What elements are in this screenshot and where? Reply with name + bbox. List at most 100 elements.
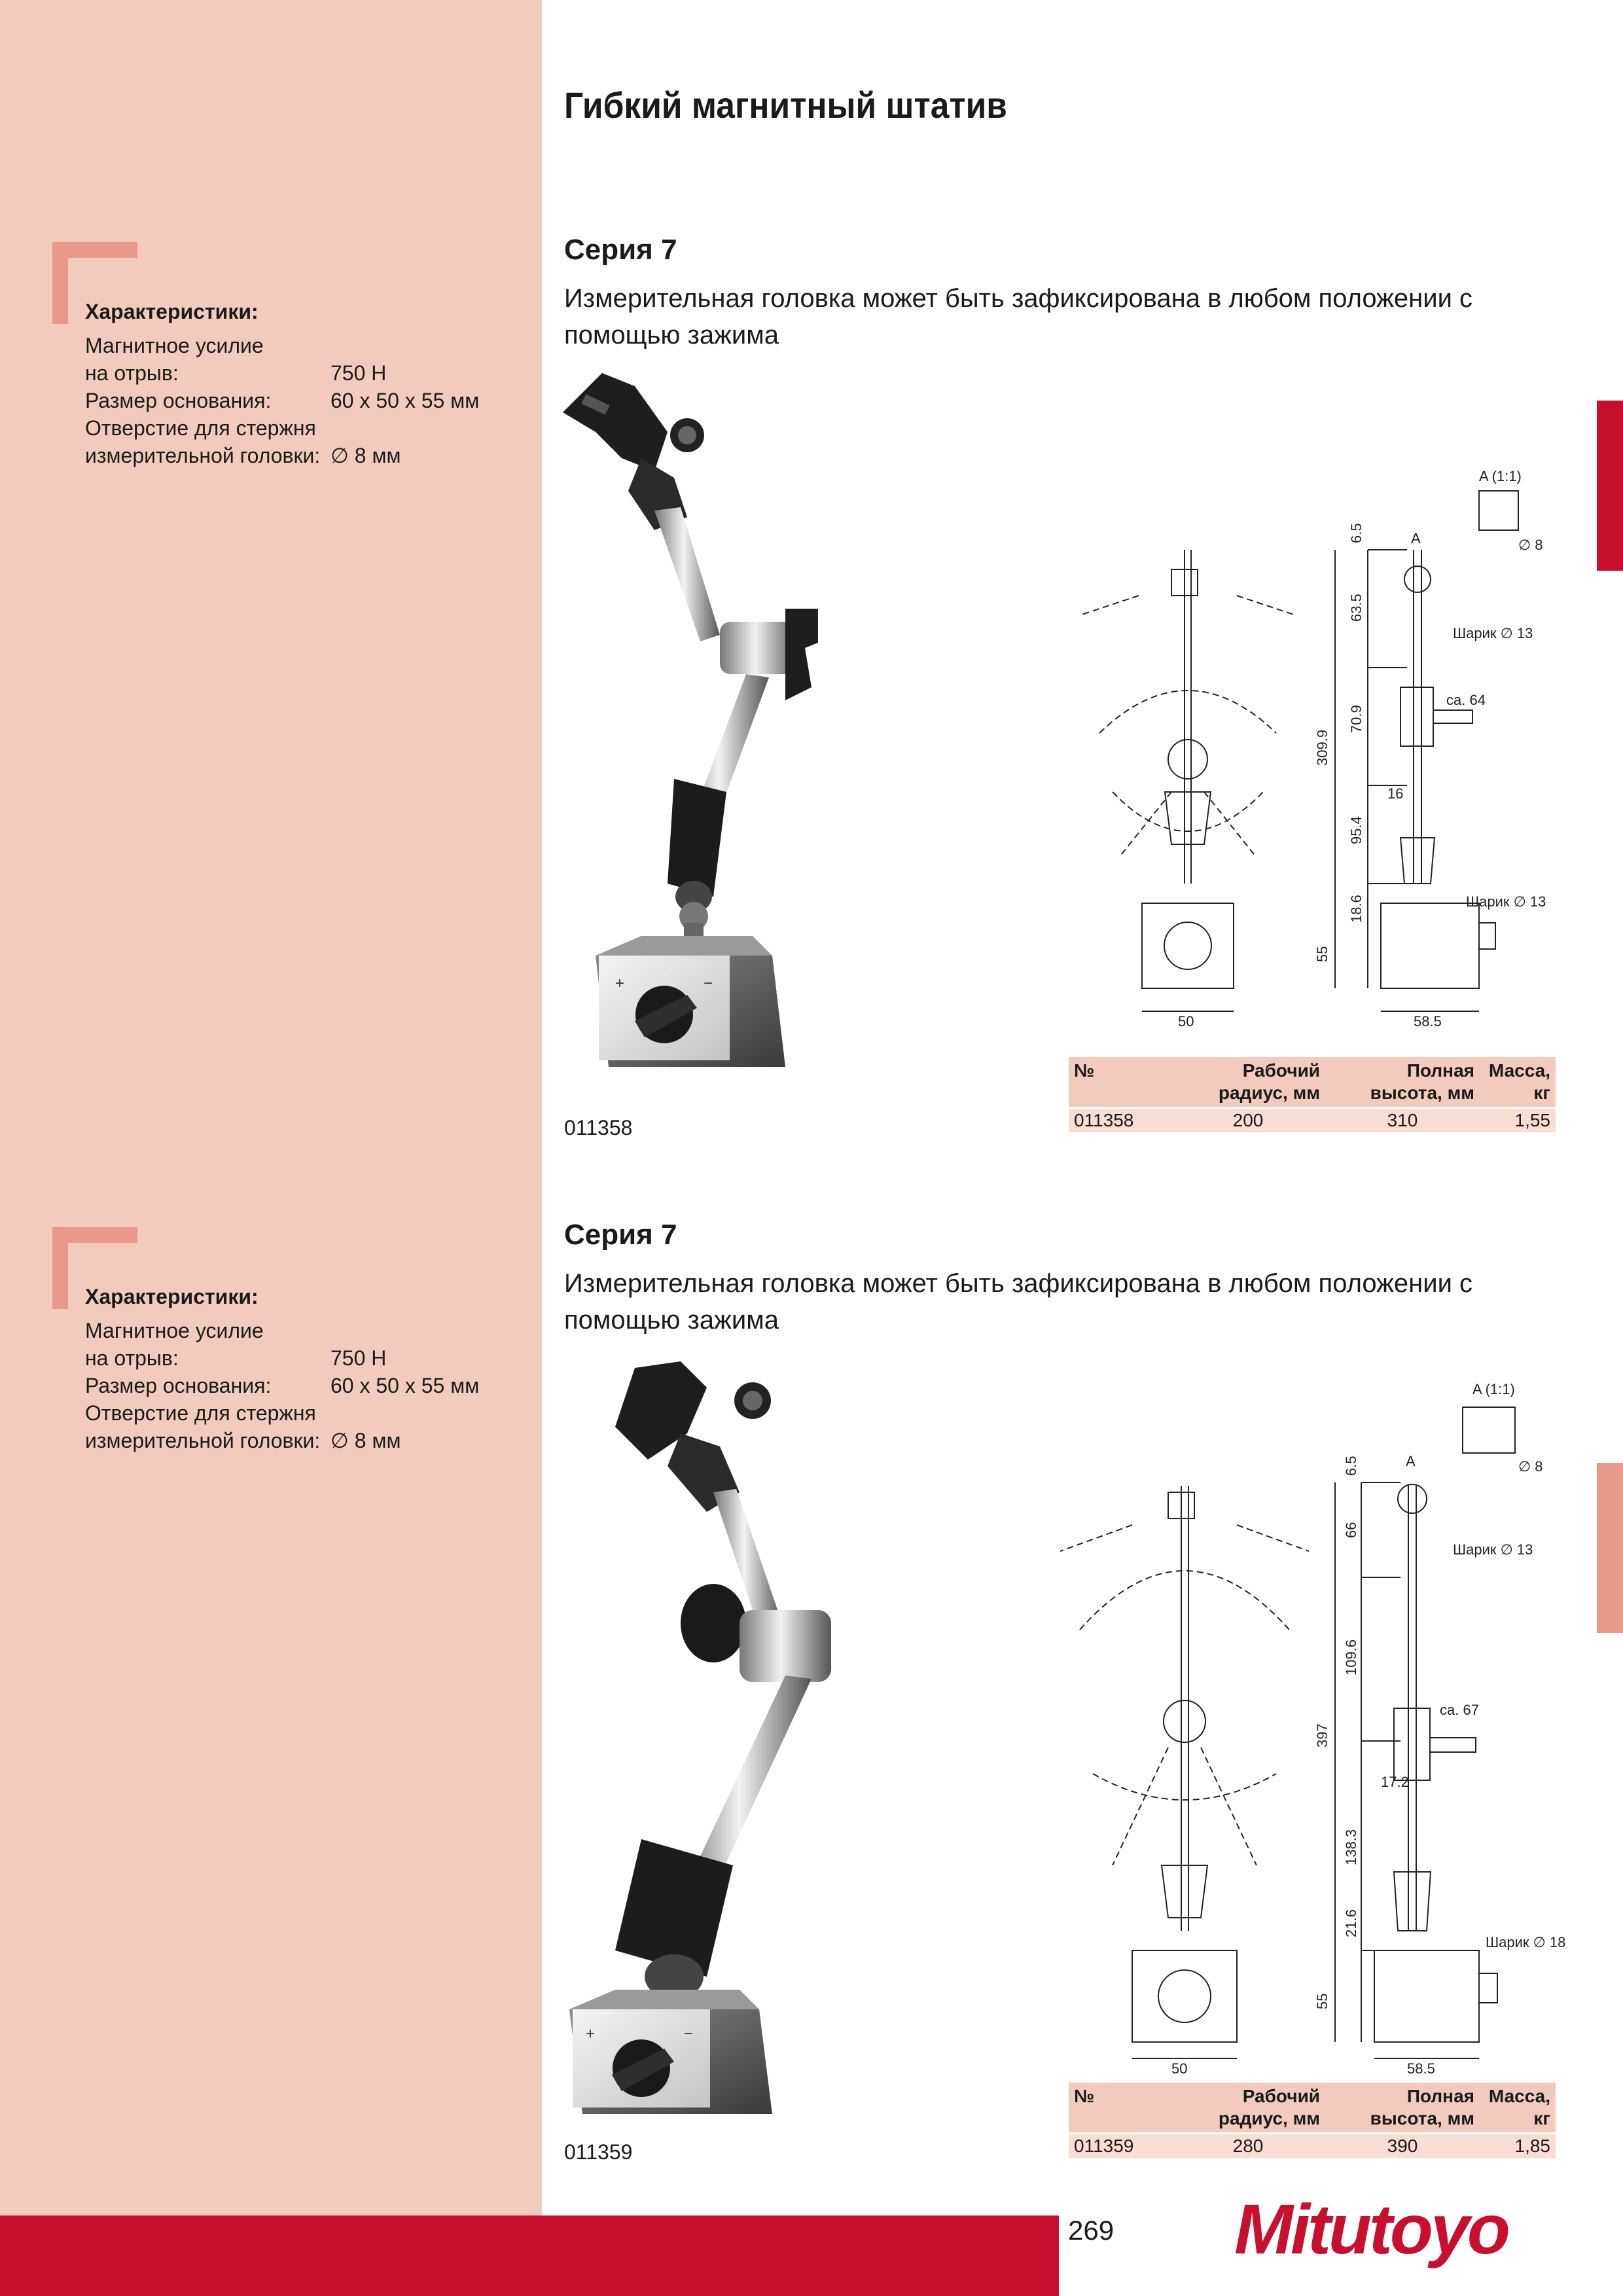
spec-label: Магнитное усилие <box>85 334 264 357</box>
drawing-width-50: 50 <box>1171 2060 1187 2075</box>
spec-heading: Характеристики: <box>85 1285 259 1308</box>
table-header-row: № Рабочий радиус, мм Полная высота, мм М… <box>1069 1057 1556 1108</box>
spec-row: измерительной головки: ∅ 8 мм <box>85 1427 479 1454</box>
product-photo-011359: + − <box>569 1361 831 2114</box>
spec-block: Характеристики: Магнитное усилие на отры… <box>85 1283 479 1454</box>
corner-bracket-icon <box>52 1227 137 1309</box>
drawing-dim: 397 <box>1314 1723 1330 1748</box>
svg-text:+: + <box>586 2025 595 2043</box>
spec-block: Характеристики: Магнитное усилие на отры… <box>85 298 479 469</box>
spec-label: Размер основания: <box>85 1374 272 1397</box>
drawing-view-letter: A <box>1411 530 1421 547</box>
table-cell: 011359 <box>1069 2132 1171 2158</box>
table-cell: 310 <box>1325 1107 1480 1132</box>
sidebar-background <box>0 0 542 2215</box>
series-title: Серия 7 <box>564 234 677 266</box>
spec-row: измерительной головки:∅ 8 мм <box>85 442 479 469</box>
spec-row: Размер основания: 60 x 50 x 55 мм <box>85 1372 479 1399</box>
table-header-row: № Рабочий радиус, мм Полная высота, мм М… <box>1069 2083 1556 2134</box>
drawing-hole-label: ∅ 8 <box>1518 537 1543 553</box>
table-cell: 390 <box>1325 2132 1480 2158</box>
spec-value: 60 x 50 x 55 мм <box>330 389 480 412</box>
drawing-view-label: A (1:1) <box>1472 1381 1515 1397</box>
drawing-d16-label: 16 <box>1387 785 1403 802</box>
spec-label: Отверстие для стержня <box>85 1401 316 1425</box>
drawing-dim: 55 <box>1314 946 1330 962</box>
drawing-dim: 138.3 <box>1343 1829 1359 1865</box>
spec-value: 750 Н <box>330 1346 387 1370</box>
spec-label: Магнитное усилие <box>85 1319 264 1342</box>
spec-label: измерительной головки: <box>85 1429 321 1452</box>
drawing-view-letter: A <box>1406 1453 1416 1469</box>
spec-table: № Рабочий радиус, мм Полная высота, мм М… <box>1069 1057 1556 1132</box>
technical-drawing-011359: A (1:1) ∅ 8 A Шарик ∅ 13 ca. 67 17.2 Шар… <box>1060 1381 1565 2075</box>
spec-row: Отверстие для стержня <box>85 1399 479 1427</box>
table-cell: 1,85 <box>1480 2132 1556 2158</box>
drawing-ca-label: ca. 67 <box>1440 1702 1479 1718</box>
table-header: Масса, кг <box>1488 2086 1550 2128</box>
series-title: Серия 7 <box>564 1219 677 1251</box>
spec-row: Размер основания: 60 x 50 x 55 мм <box>85 387 479 414</box>
spec-value: 60 x 50 x 55 мм <box>330 1374 480 1397</box>
spec-row: на отрыв:750 Н <box>85 1344 479 1372</box>
spec-value: 750 Н <box>330 361 387 385</box>
drawing-dim: 70.9 <box>1348 705 1364 733</box>
table-cell: 011358 <box>1069 1107 1171 1132</box>
product-photo-011358: + − <box>563 373 818 1067</box>
series-description: Измерительная головка может быть зафикси… <box>564 284 1473 350</box>
drawing-ball-bottom: Шарик ∅ 18 <box>1486 1934 1565 1950</box>
spec-table: № Рабочий радиус, мм Полная высота, мм М… <box>1069 2083 1556 2158</box>
series-description: Измерительная головка может быть зафикси… <box>564 1269 1473 1335</box>
table-header: Полная высота, мм <box>1370 2086 1474 2128</box>
drawing-ball-bottom: Шарик ∅ 13 <box>1466 893 1546 910</box>
drawing-d16-label: 17.2 <box>1381 1774 1409 1790</box>
table-row: 011359 280 390 1,85 <box>1069 2132 1556 2158</box>
drawing-dim: 109.6 <box>1343 1640 1359 1676</box>
svg-text:−: − <box>684 2025 693 2043</box>
spec-row: Магнитное усилие <box>85 1317 479 1344</box>
product-code: 011359 <box>564 2140 633 2164</box>
corner-bracket-icon <box>52 242 137 324</box>
section-tab-marker <box>1597 1463 1623 1633</box>
drawing-dim: 55 <box>1314 1994 1330 2009</box>
mitutoyo-logo: Mitutoyo <box>1234 2189 1510 2269</box>
table-header: № <box>1074 1060 1095 1081</box>
spec-value: ∅ 8 мм <box>330 444 401 467</box>
drawing-ca-label: ca. 64 <box>1446 692 1486 708</box>
spec-value: ∅ 8 мм <box>330 1429 401 1452</box>
spec-label: Размер основания: <box>85 389 272 412</box>
drawing-hole-label: ∅ 8 <box>1518 1458 1543 1475</box>
drawing-dim: 6.5 <box>1348 523 1364 543</box>
drawing-view-label: A (1:1) <box>1479 468 1522 484</box>
drawing-width-50: 50 <box>1178 1013 1194 1030</box>
drawing-dim: 21.6 <box>1343 1909 1359 1937</box>
spec-row: Магнитное усилие <box>85 332 479 359</box>
table-header: Полная высота, мм <box>1370 1060 1474 1103</box>
footer-bar <box>0 2215 1059 2296</box>
table-cell: 200 <box>1171 1107 1325 1132</box>
page-title: Гибкий магнитный штатив <box>564 84 1007 126</box>
spec-label: на отрыв: <box>85 361 179 385</box>
spec-heading: Характеристики: <box>85 300 259 323</box>
drawing-ball-top: Шарик ∅ 13 <box>1453 625 1533 641</box>
table-header: Масса, кг <box>1488 1060 1550 1103</box>
technical-drawing-011358: A (1:1) ∅ 8 A Шарик ∅ 13 ca. 64 16 Шарик… <box>1079 468 1546 1030</box>
table-header: № <box>1074 2086 1095 2106</box>
table-cell: 280 <box>1171 2132 1325 2158</box>
drawing-dim: 95.4 <box>1348 816 1364 844</box>
table-cell: 1,55 <box>1480 1107 1556 1132</box>
drawing-dim: 66 <box>1343 1522 1359 1538</box>
section-tab-marker <box>1597 401 1623 571</box>
page-number: 269 <box>1068 2215 1115 2246</box>
drawing-dim: 18.6 <box>1348 895 1364 923</box>
table-header: Рабочий радиус, мм <box>1218 2086 1320 2128</box>
svg-text:+: + <box>615 975 624 992</box>
table-header: Рабочий радиус, мм <box>1218 1060 1320 1103</box>
spec-label: Отверстие для стержня <box>85 416 316 440</box>
table-row: 011358 200 310 1,55 <box>1069 1107 1556 1132</box>
spec-row: на отрыв: 750 Н <box>85 359 479 387</box>
drawing-width-585: 58.5 <box>1407 2060 1435 2075</box>
spec-row: Отверстие для стержня <box>85 414 479 442</box>
drawing-dim: 63.5 <box>1348 594 1364 622</box>
drawing-ball-top: Шарик ∅ 13 <box>1453 1541 1533 1558</box>
